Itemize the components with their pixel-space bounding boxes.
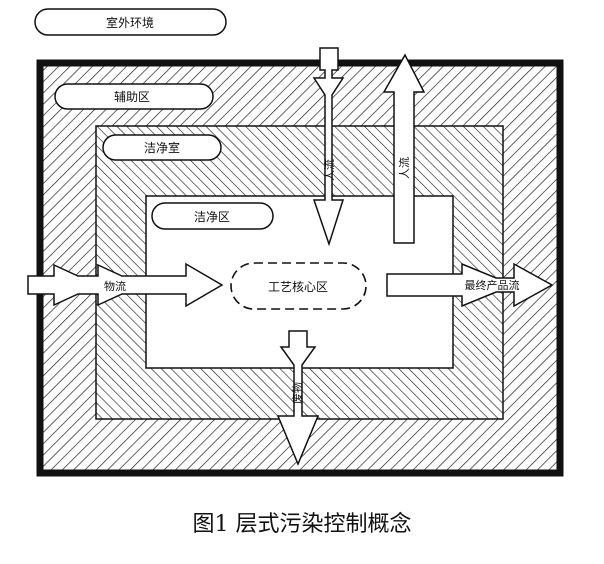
waste-label: 废物 xyxy=(290,382,304,404)
clean-zone-pill xyxy=(151,202,274,230)
clean-room-pill xyxy=(102,134,222,161)
auxiliary-pill xyxy=(54,83,214,110)
product-flow-arrow xyxy=(386,262,554,308)
clean-zone-label: 洁净区 xyxy=(194,210,230,224)
figure-caption: 图1 层式污染控制概念 xyxy=(193,512,412,537)
outdoor-label: 室外环境 xyxy=(106,15,154,30)
personnel-flow-out-label: 人流 xyxy=(397,157,411,179)
core-process-label: 工艺核心区 xyxy=(268,280,328,294)
outdoor-pill xyxy=(34,8,227,36)
auxiliary-label: 辅助区 xyxy=(114,90,150,104)
waste-arrow xyxy=(276,330,320,466)
personnel-flow-in-label: 人流 xyxy=(322,159,336,181)
clean-room-label: 洁净室 xyxy=(144,140,180,155)
material-flow-arrow xyxy=(27,262,224,308)
material-flow-label: 物流 xyxy=(104,279,126,293)
personnel-flow-out-arrow xyxy=(382,53,426,244)
personnel-flow-in-arrow xyxy=(312,47,345,247)
core-process-pill xyxy=(230,262,367,310)
product-flow-label: 最终产品流 xyxy=(465,278,520,292)
